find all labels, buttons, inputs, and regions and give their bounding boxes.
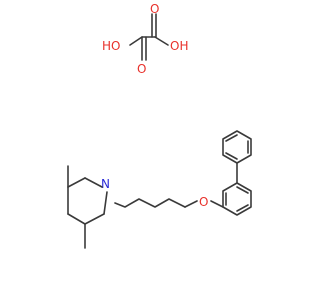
- piperidine-bond-c6-n: [103, 191, 108, 215]
- o-ch2-bond: [184, 200, 198, 208]
- piperidine-bond-c5-c6: [84, 213, 105, 225]
- hydroxyl-label-left: HO: [102, 39, 120, 53]
- piperidine-bond-c2-c3: [67, 177, 86, 188]
- upper-phenyl-double-1: [225, 134, 238, 142]
- piperidine-bond-c4-c5: [67, 213, 86, 225]
- ether-oxygen-label: O: [199, 195, 208, 209]
- c-oh-bond-right: [154, 36, 169, 46]
- nitrogen-label: N: [101, 177, 110, 191]
- carbonyl-oxygen-label-lower: O: [137, 62, 146, 76]
- piperidine-bond-n-c2: [84, 177, 103, 188]
- butyl-chain: [114, 198, 186, 208]
- carbonyl-oxygen-label-upper: O: [150, 2, 159, 16]
- structure-canvas: HO OH O O O N: [67, 2, 252, 249]
- lower-phenyl-double-2: [236, 204, 249, 212]
- oxalic-acid: HO OH O O: [102, 2, 188, 76]
- lower-phenyl-ring: [222, 182, 252, 216]
- biphenyl-ether-piperidine: O N: [67, 130, 252, 249]
- lower-phenyl-double-3: [236, 186, 249, 194]
- hydroxyl-label-right: OH: [170, 39, 188, 53]
- upper-phenyl-double-3: [225, 152, 238, 160]
- c-oh-bond-left: [129, 36, 143, 46]
- aryl-o-bond: [210, 200, 224, 208]
